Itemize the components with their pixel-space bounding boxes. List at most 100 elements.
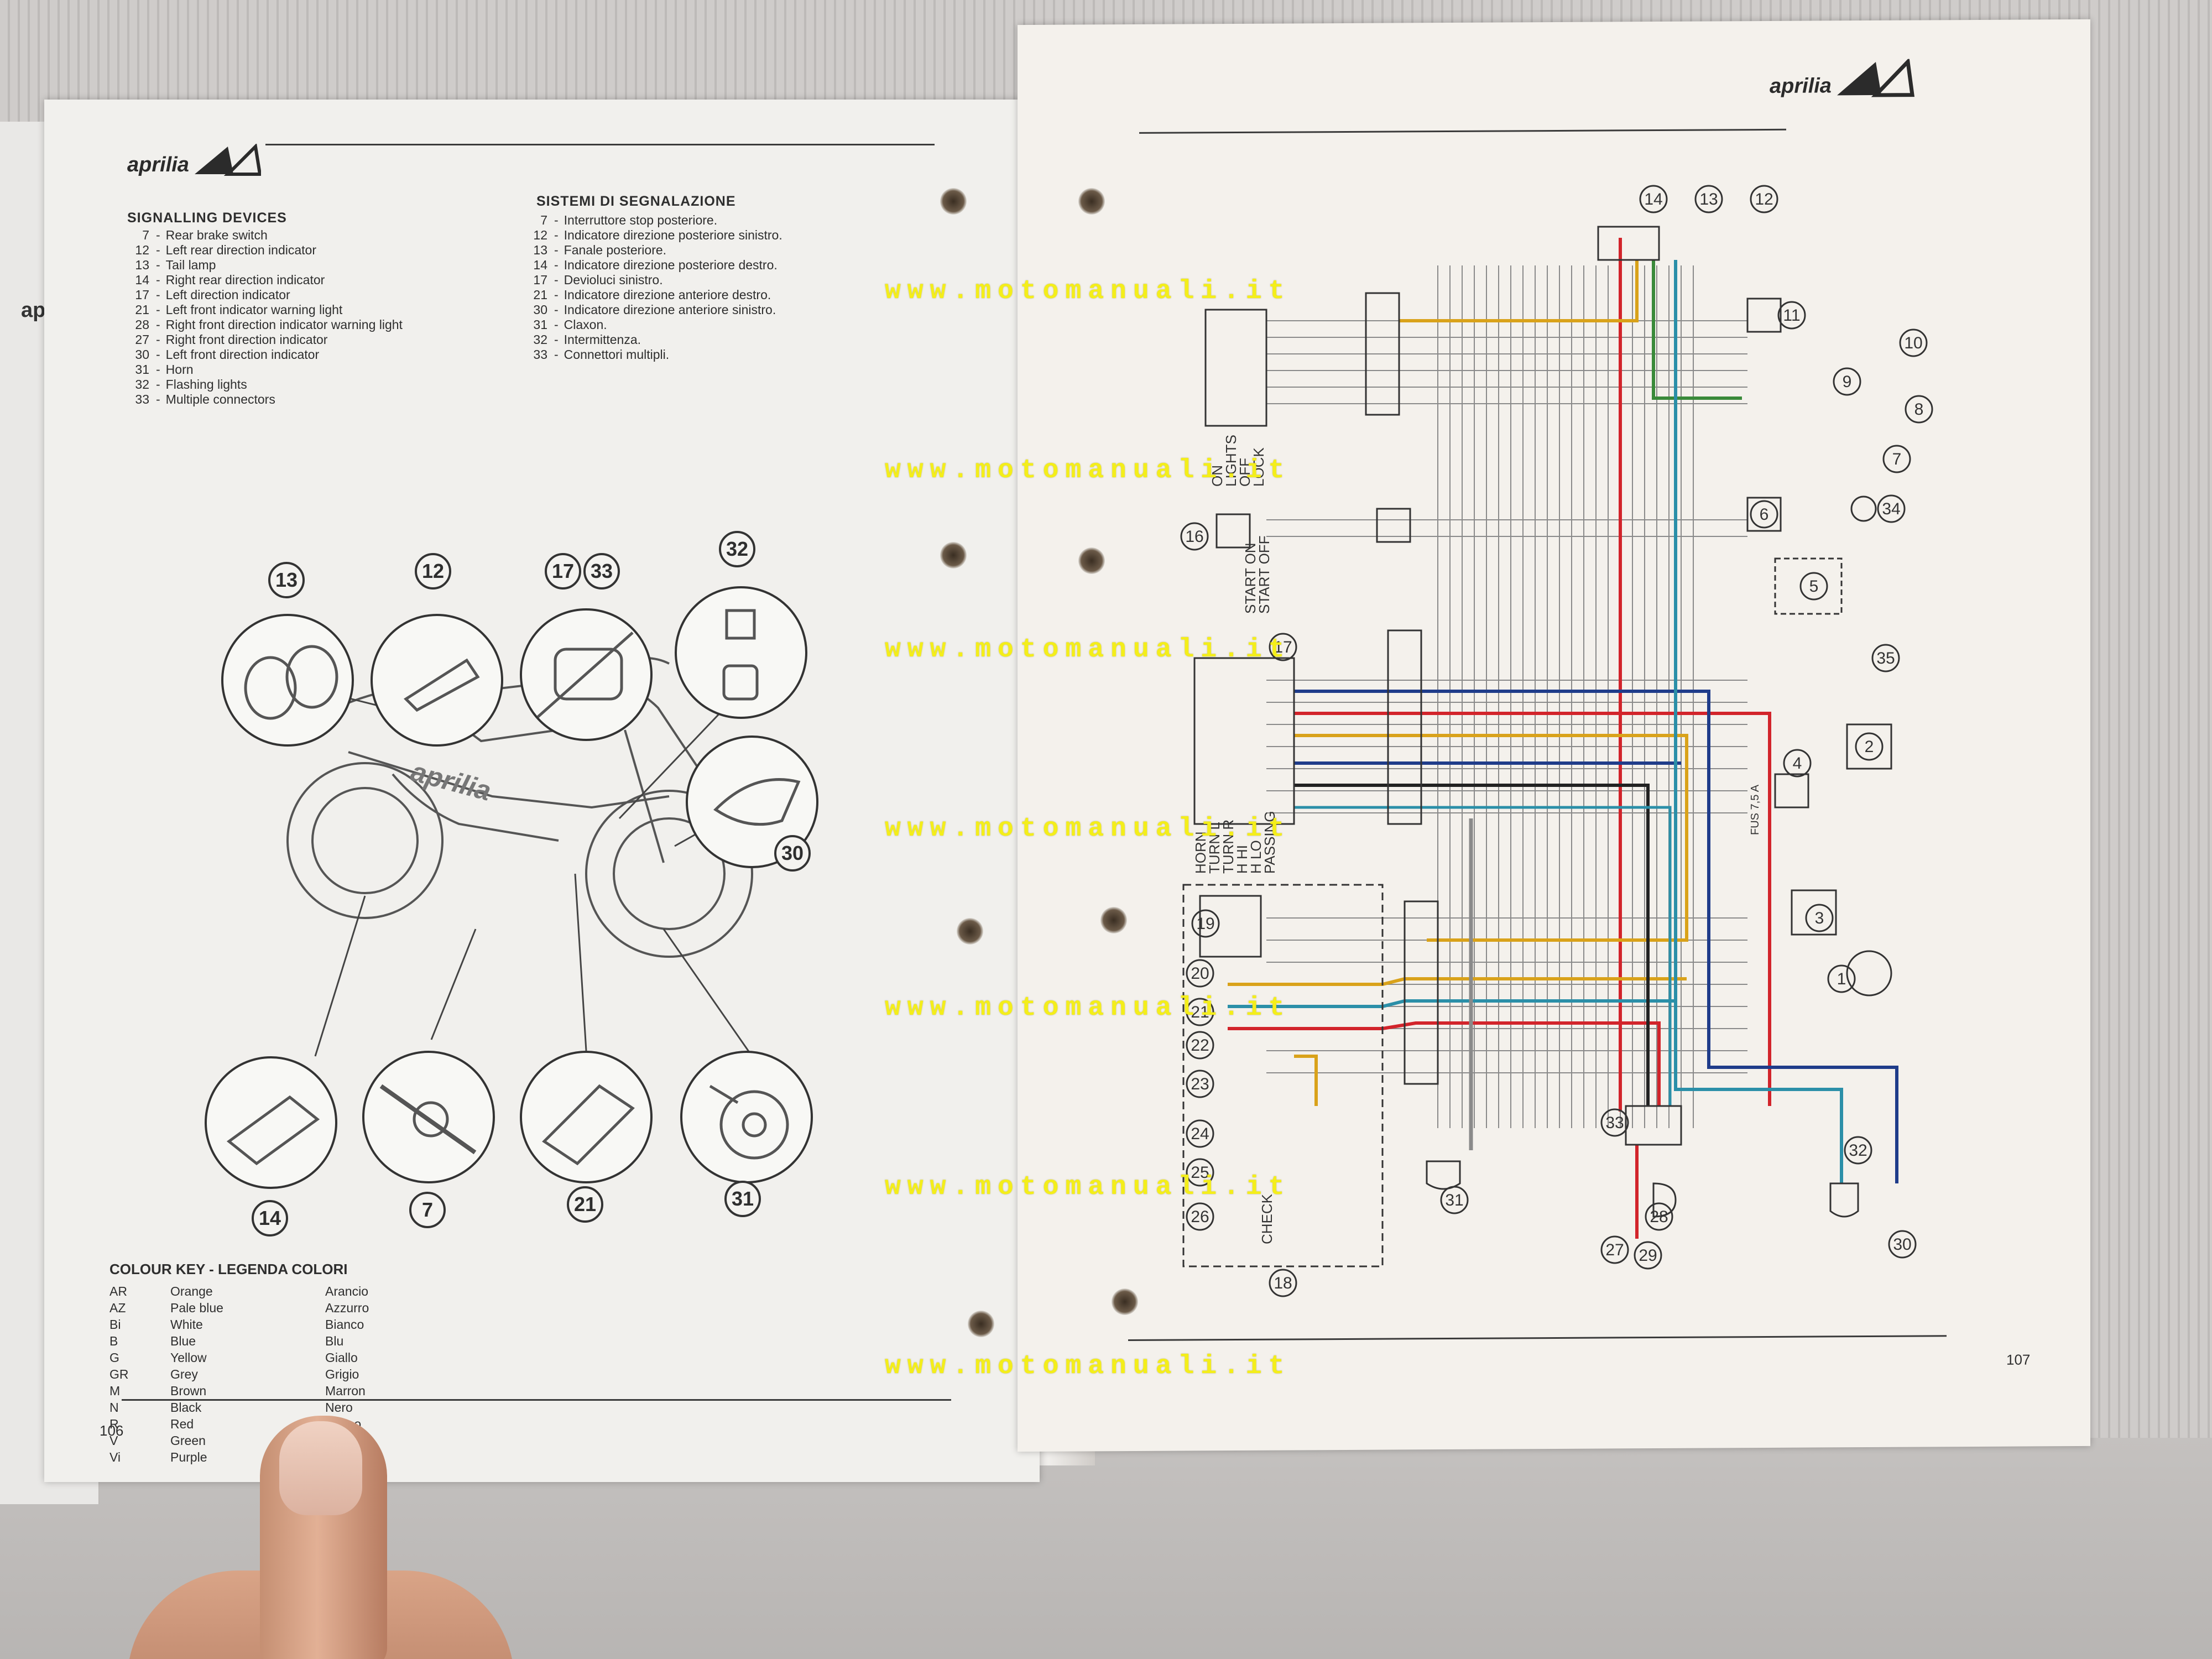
dashboard-block <box>1182 884 1384 1267</box>
colour-code: Bi <box>109 1317 121 1332</box>
legend-number: 12 <box>135 243 149 257</box>
legend-text: Indicatore direzione anteriore sinistro. <box>564 302 776 317</box>
binder-hole <box>1078 188 1105 215</box>
colour-english: Green <box>170 1433 206 1448</box>
label-on: ON <box>1209 465 1225 487</box>
component-number-circle <box>1440 1186 1469 1214</box>
wire-cyan <box>1294 806 1672 1106</box>
legend-row: 30-Indicatore direzione anteriore sinist… <box>525 302 782 317</box>
label-h-lo: H LO <box>1248 840 1264 874</box>
legend-number: 17 <box>533 273 547 287</box>
component-number: 16 <box>1185 528 1203 546</box>
callout-tail-lamp <box>221 614 354 747</box>
left-header-rule <box>265 144 935 145</box>
indicator-icon <box>542 1084 635 1166</box>
legend-number: 30 <box>135 347 149 362</box>
indicator-icon <box>226 1095 320 1166</box>
callout-number-7: 7 <box>409 1192 446 1228</box>
callout-number-17: 17 <box>545 553 581 589</box>
callout-number-31: 31 <box>724 1181 761 1217</box>
legend-dash: - <box>554 288 559 302</box>
horn-32 <box>1829 1182 1859 1218</box>
legend-row: 12-Indicatore direzione posteriore sinis… <box>525 228 782 243</box>
wire-cyan <box>1674 260 1843 1183</box>
legend-dash: - <box>156 332 160 347</box>
indicator-icon <box>404 658 480 712</box>
label-off: OFF <box>1237 458 1253 487</box>
legend-dash: - <box>156 302 160 317</box>
colour-italian: Giallo <box>325 1350 358 1365</box>
legend-text: Left rear direction indicator <box>165 243 316 257</box>
binder-hole <box>940 188 967 215</box>
label-horn: HORN <box>1192 831 1209 874</box>
switch-labels: ON LIGHTS OFF LOCK START ON START OFF HO… <box>1192 435 1761 1244</box>
component-number-circle <box>1269 633 1297 661</box>
horn-31 <box>1426 1160 1461 1190</box>
component-number-circle <box>1877 494 1906 523</box>
legend-number: 7 <box>142 228 149 242</box>
legend-number: 30 <box>533 302 547 317</box>
legend-row: 14-Indicatore direzione posteriore destr… <box>525 258 782 273</box>
wire-black <box>1294 784 1650 1106</box>
component-number: 31 <box>1445 1191 1463 1209</box>
legend-text: Indicatore direzione posteriore destro. <box>564 258 778 272</box>
ignition-switch-block <box>1204 309 1267 427</box>
colour-english: Orange <box>170 1284 213 1298</box>
connector-33-dash <box>1404 900 1439 1085</box>
legend-number: 7 <box>540 213 547 227</box>
legend-row: 21-Indicatore direzione anteriore destro… <box>525 288 782 302</box>
component-number: 5 <box>1809 577 1819 596</box>
legend-number: 21 <box>135 302 149 317</box>
wire-red <box>1228 1021 1661 1106</box>
component-number-circle <box>1186 998 1214 1026</box>
legend-dash: - <box>156 288 160 302</box>
component-number-circle <box>1750 185 1778 213</box>
legend-row: 17-Devioluci sinistro. <box>525 273 782 288</box>
component-number: 17 <box>1274 638 1292 656</box>
legend-dash: - <box>554 258 559 272</box>
component-number: 18 <box>1274 1274 1292 1292</box>
component-number-circle <box>1180 522 1209 551</box>
legend-text: Tail lamp <box>165 258 216 272</box>
legend-dash: - <box>156 377 160 392</box>
right-logo-text: aprilia <box>1770 74 1832 98</box>
legend-text: Multiple connectors <box>165 392 275 406</box>
start-switch-block <box>1215 513 1251 549</box>
legend-text: Left front indicator warning light <box>165 302 343 317</box>
legend-row: 32-Intermittenza. <box>525 332 782 347</box>
legend-text: Claxon. <box>564 317 607 332</box>
wire-red <box>1294 712 1771 1106</box>
legend-number: 33 <box>135 392 149 406</box>
cdi-2-block <box>1846 723 1892 770</box>
colour-italian: Bianco <box>325 1317 364 1332</box>
component-number-circle <box>1783 749 1812 778</box>
legend-number: 12 <box>533 228 547 242</box>
label-h-hi: H HI <box>1234 845 1250 874</box>
component-number-circle <box>1191 909 1220 938</box>
callout-number-30: 30 <box>774 835 811 872</box>
component-number: 29 <box>1639 1246 1657 1265</box>
lamp-34 <box>1850 495 1877 522</box>
colour-italian: Blu <box>325 1334 344 1348</box>
component-number: 14 <box>1644 190 1662 208</box>
legend-dash: - <box>156 317 160 332</box>
component-number-circle <box>1639 185 1668 213</box>
colour-code: G <box>109 1350 119 1365</box>
legend-number: 21 <box>533 288 547 302</box>
component-number-circle <box>1694 185 1723 213</box>
sistemi-list: 7-Interruttore stop posteriore.12-Indica… <box>525 213 782 362</box>
legend-dash: - <box>156 273 160 287</box>
callout-number-21: 21 <box>567 1186 603 1223</box>
colour-english: Black <box>170 1400 202 1415</box>
battery-5-block <box>1774 557 1843 615</box>
wire-blue <box>1294 690 1898 1183</box>
legend-row: 13-Tail lamp <box>127 258 403 273</box>
legend-dash: - <box>156 243 160 257</box>
